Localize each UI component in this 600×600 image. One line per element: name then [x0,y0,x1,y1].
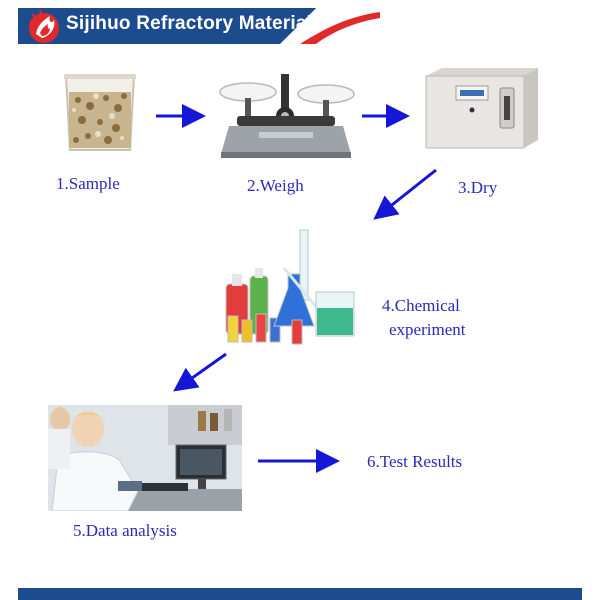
step-1-label: 1.Sample [56,174,120,193]
lab-glassware-icon [225,229,355,345]
step-2-label: 2.Weigh [247,176,304,195]
footer-bar [18,588,582,600]
step-4-label-line2: experiment [389,320,466,339]
step-4-label-line1: 4.Chemical [382,296,460,315]
step-3-label: 3.Dry [458,178,498,197]
arrow-chemical-to-analysis [173,352,227,392]
sample-beaker-icon [64,74,136,151]
balance-scale-icon [219,74,355,158]
sijihuo-logo-icon [29,9,59,43]
header-red-swoosh [300,12,380,44]
step-5-label: 5.Data analysis [73,521,177,540]
brand-title: Sijihuo Refractory Material [66,13,313,34]
arrow-dry-to-chemical [373,168,437,220]
drying-oven-icon [425,68,538,149]
lab-technician-photo [48,405,242,511]
step-6-label: 6.Test Results [367,452,463,471]
header-banner-white-area [280,8,582,44]
